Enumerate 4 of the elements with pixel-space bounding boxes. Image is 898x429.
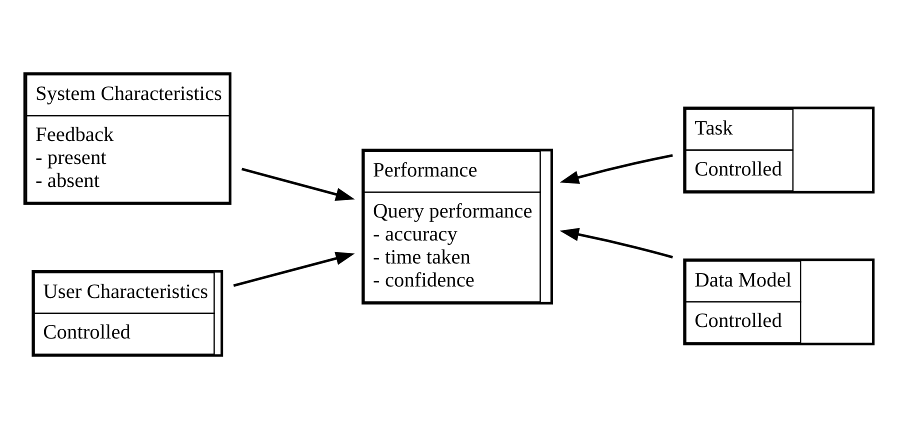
arrow bbox=[233, 252, 355, 287]
arrow bbox=[560, 228, 673, 258]
arrow bbox=[241, 168, 355, 201]
arrow bbox=[560, 154, 673, 184]
